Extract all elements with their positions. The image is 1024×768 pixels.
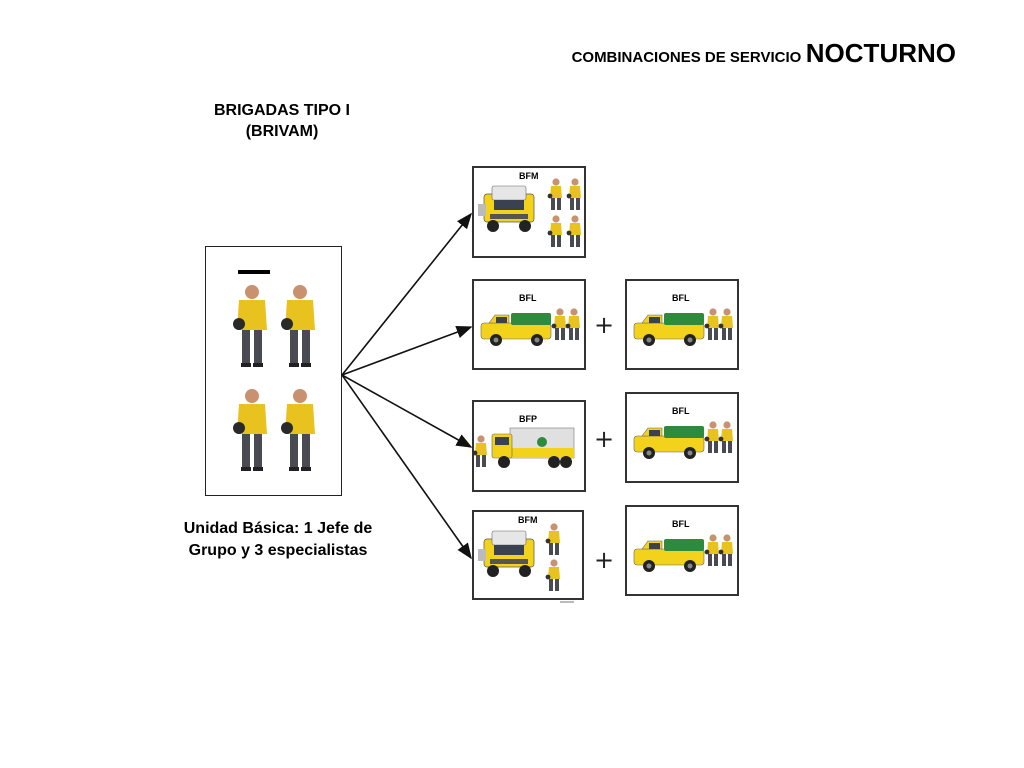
fire-engine-icon: [491, 427, 575, 469]
firefighter-icon: [566, 178, 581, 210]
arrow-to-option-1: [341, 212, 473, 376]
firefighter-icon: [233, 387, 267, 471]
page-title: COMBINACIONES DE SERVICIO NOCTURNO: [572, 38, 956, 69]
arrow-to-option-3: [341, 374, 473, 448]
firefighter-icon: [233, 283, 267, 367]
arrow-to-option-4: [341, 374, 472, 560]
pickup-truck-icon: [633, 538, 705, 573]
basic-unit-box: [205, 246, 342, 496]
vehicle-label-bfp: BFP: [519, 414, 537, 424]
vehicle-label-bfm: BFM: [518, 515, 538, 525]
caption-line-2: Grupo y 3 especialistas: [188, 542, 368, 559]
vehicle-label-bfm: BFM: [519, 171, 539, 181]
brigade-code: (BRIVAM): [245, 123, 319, 140]
firefighter-icon: [472, 435, 487, 467]
plus-sign-2: +: [594, 311, 615, 339]
vehicle-label-bfl: BFL: [672, 519, 690, 529]
firefighter-icon: [545, 559, 560, 591]
basic-unit-caption: Unidad Básica: 1 Jefe de Grupo y 3 espec…: [172, 518, 384, 562]
plus-sign-4: +: [594, 546, 615, 574]
firefighter-icon: [704, 308, 719, 340]
firefighter-icon: [545, 523, 560, 555]
pickup-truck-icon: [633, 312, 705, 347]
pickup-truck-icon: [480, 312, 552, 347]
brigade-heading: BRIGADAS TIPO I (BRIVAM): [182, 100, 382, 142]
title-prefix: COMBINACIONES DE SERVICIO: [571, 49, 802, 66]
brigade-type: BRIGADAS TIPO I: [213, 102, 350, 119]
firefighter-icon: [566, 215, 581, 247]
heavy-truck-icon: [477, 530, 535, 578]
firefighter-icon: [718, 534, 733, 566]
title-emphasis: NOCTURNO: [805, 38, 956, 68]
firefighter-icon: [704, 534, 719, 566]
vehicle-label-bfl: BFL: [672, 293, 690, 303]
heavy-truck-icon: [477, 185, 535, 233]
firefighter-icon: [281, 387, 315, 471]
firefighter-icon: [704, 421, 719, 453]
vehicle-label-bfl: BFL: [519, 293, 537, 303]
firefighter-icon: [565, 308, 580, 340]
plus-sign-3: +: [594, 425, 615, 453]
arrow-to-option-2: [341, 326, 473, 376]
firefighter-icon: [547, 178, 562, 210]
caption-line-1: Unidad Básica: 1 Jefe de: [183, 520, 373, 537]
firefighter-icon: [547, 215, 562, 247]
firefighter-icon: [718, 421, 733, 453]
leader-bar-icon: [238, 270, 270, 274]
pickup-truck-icon: [633, 425, 705, 460]
firefighter-icon: [281, 283, 315, 367]
divider-mark: [560, 601, 574, 603]
vehicle-label-bfl: BFL: [672, 406, 690, 416]
firefighter-icon: [718, 308, 733, 340]
firefighter-icon: [551, 308, 566, 340]
